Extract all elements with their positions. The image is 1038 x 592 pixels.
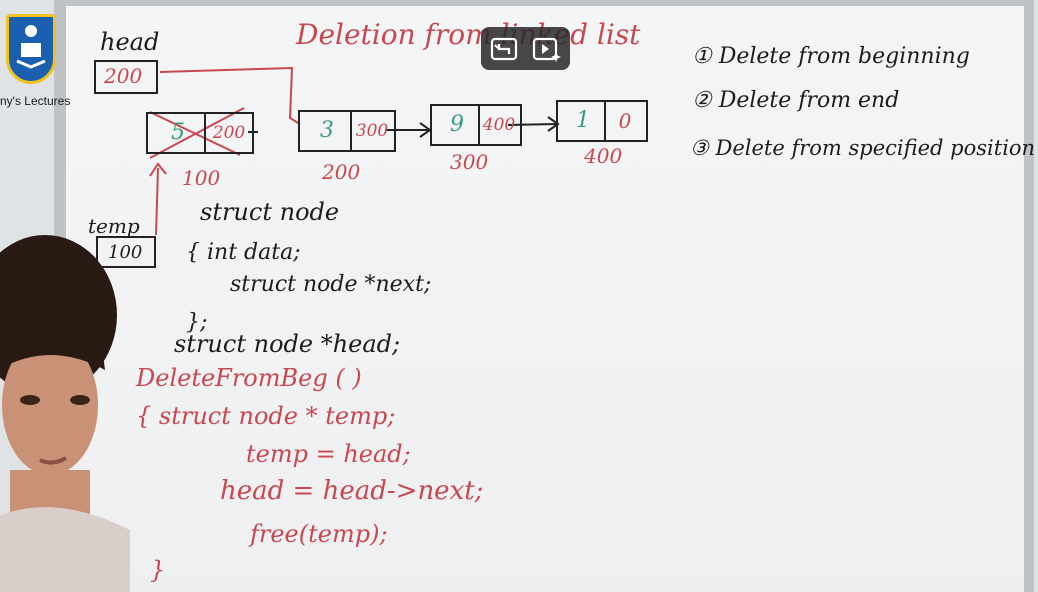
struct-line-4: }; (186, 310, 208, 335)
func-line-6: } (150, 556, 166, 584)
node-200-data: 3 (320, 118, 334, 143)
head-box (94, 60, 158, 94)
node-100: 5 200 (146, 112, 254, 154)
node-400-next: 0 (618, 109, 632, 133)
head-label: head (100, 28, 160, 56)
node-200-address: 200 (322, 160, 361, 184)
head-value: 200 (104, 64, 143, 88)
list-item-1: ① Delete from beginning (692, 44, 970, 69)
struct-line-5: struct node *head; (174, 330, 401, 358)
node-400-address: 400 (584, 144, 623, 168)
node-400: 1 0 (556, 100, 648, 142)
node-100-data: 5 (171, 120, 185, 145)
struct-line-2: { int data; (186, 240, 301, 265)
exit-fullscreen-icon[interactable] (489, 35, 519, 63)
node-300-next: 400 (482, 115, 516, 135)
func-line-4: head = head->next; (220, 476, 484, 506)
node-300-data: 9 (450, 112, 464, 137)
logo-text: ny's Lectures (0, 94, 71, 108)
video-controls (481, 27, 570, 70)
temp-value: 100 (108, 242, 143, 263)
struct-line-1: struct node (200, 198, 340, 226)
node-100-next: 200 (212, 123, 246, 143)
node-200: 3 300 (298, 110, 396, 152)
node-200-next: 300 (355, 121, 389, 141)
struct-line-3: struct node *next; (230, 272, 432, 297)
func-line-3: temp = head; (246, 440, 411, 468)
func-line-5: free(temp); (250, 520, 388, 548)
node-400-data: 1 (576, 108, 590, 133)
temp-box (96, 236, 156, 268)
func-line-2: { struct node * temp; (136, 402, 396, 430)
logo-shield-icon (6, 14, 56, 84)
func-line-1: DeleteFromBeg ( ) (136, 364, 362, 392)
list-item-3: ③ Delete from specified position (690, 136, 1036, 160)
whiteboard (66, 6, 1024, 592)
temp-label: temp (88, 214, 140, 238)
node-300-address: 300 (450, 150, 489, 174)
node-300: 9 400 (430, 104, 522, 146)
board-title: Deletion from linked list (296, 18, 641, 51)
presenter-image (0, 235, 130, 592)
list-item-2: ② Delete from end (692, 88, 900, 113)
channel-logo: ny's Lectures (0, 6, 78, 110)
node-100-address: 100 (182, 166, 221, 190)
video-sparkle-icon[interactable] (531, 35, 561, 63)
